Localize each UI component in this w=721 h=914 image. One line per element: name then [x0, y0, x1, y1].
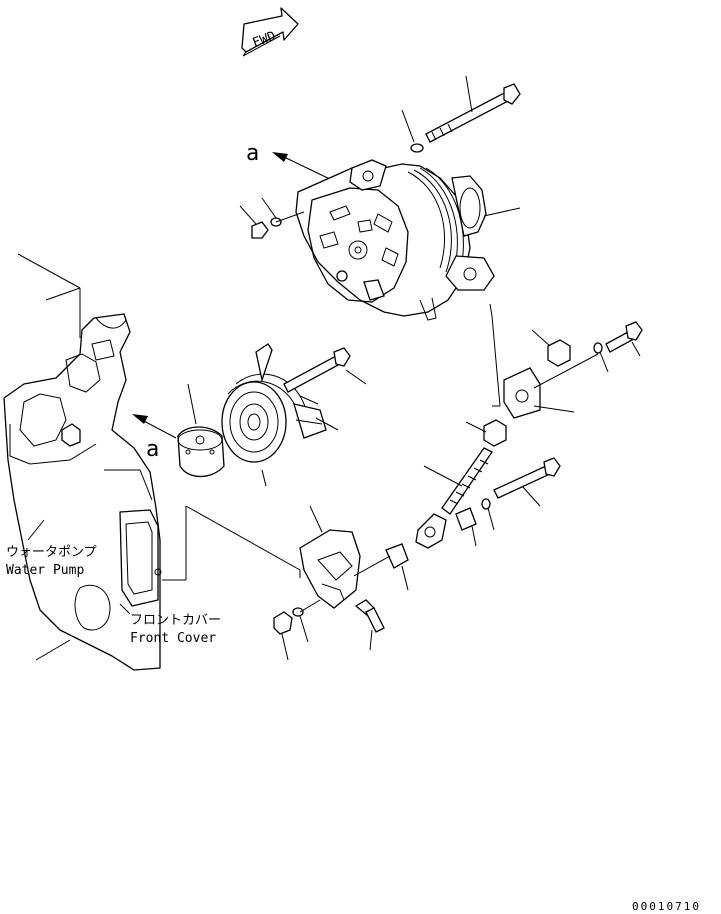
bushing-middle [385, 543, 409, 591]
front-cover-label-jp: フロントカバー [130, 613, 221, 628]
bracket-bolt [354, 599, 385, 651]
view-a-left-label: a [146, 437, 159, 462]
alternator-leader [483, 207, 521, 217]
view-a-left-arrow: a [132, 414, 177, 462]
nut-rod [465, 419, 507, 447]
nut-right [531, 329, 599, 389]
bushing-right [455, 507, 477, 547]
fwd-label: FWD [251, 29, 278, 51]
adjusting-rod [415, 447, 493, 549]
water-pump-label-en: Water Pump [6, 563, 84, 578]
adjusting-block [489, 303, 575, 419]
nut-lower-left [273, 599, 321, 661]
nut-left-alternator [239, 197, 305, 239]
engine-front-cover [3, 253, 162, 671]
front-cover-label-en: Front Cover [130, 631, 216, 646]
view-a-top-label: a [246, 141, 259, 166]
alternator [295, 159, 495, 321]
alternator-bracket [162, 505, 391, 609]
fwd-direction-arrow: FWD [241, 7, 299, 57]
pulley-spacer [177, 383, 225, 478]
alternator-long-bolt [425, 75, 521, 143]
v-belt-pulley [221, 343, 327, 487]
water-pump-label-jp: ウォータポンプ [6, 545, 97, 560]
long-bolt-lower [481, 457, 561, 531]
drawing-number: 00010710 [632, 900, 701, 913]
pulley-bolt [283, 347, 367, 393]
bolt-right [593, 321, 643, 373]
pulley-leader [315, 417, 339, 431]
washer-top [401, 109, 424, 153]
view-a-top-arrow: a [246, 141, 337, 183]
